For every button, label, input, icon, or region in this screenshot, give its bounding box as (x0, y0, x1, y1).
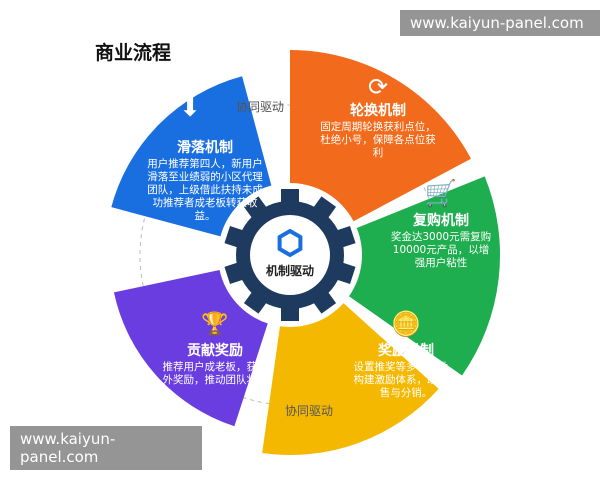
section-contribution: 🏆 贡献奖励 推荐用户成老板，获额外奖励，推动团队壮大 (160, 308, 270, 387)
section-title: 贡献奖励 (187, 343, 243, 359)
watermark-bottom: www.kaiyun-panel.com (10, 426, 202, 470)
section-slide: ⬇ 滑落机制 用户推荐第四人，新用户滑落至业绩弱的小区代理团队，上级借此扶持未成… (145, 95, 265, 223)
arrow-down-icon: ⬇ (179, 93, 201, 123)
section-text: 固定周期轮换获利点位，杜绝小号，保障各点位获利 (320, 121, 436, 159)
sector-1 (290, 50, 472, 222)
sector-2 (348, 176, 500, 376)
refresh-icon: ⟳ (367, 73, 389, 101)
section-text: 奖金达3000元需复购10000元产品，以增强用户粘性 (390, 231, 492, 269)
sync-label-bottom: 协同驱动 (285, 404, 334, 418)
section-title: 复购机制 (413, 213, 469, 229)
section-text: 用户推荐第四人，新用户滑落至业绩弱的小区代理团队，上级借此扶持未成功推荐者成老板… (147, 158, 263, 222)
sector-3 (262, 303, 439, 456)
cart-icon: 🛒 (424, 179, 458, 209)
center-label: 机制驱动 (265, 264, 314, 278)
sector-0 (111, 76, 272, 237)
coins-icon: 🪙 (391, 310, 421, 338)
section-rotation: ⟳ 轮换机制 固定周期轮换获利点位，杜绝小号，保障各点位获利 (318, 72, 438, 160)
sector-4 (113, 269, 268, 427)
trophy-icon: 🏆 (201, 312, 229, 337)
section-repurchase: 🛒 复购机制 奖金达3000元需复购10000元产品，以增强用户粘性 (388, 176, 494, 270)
section-text: 设置推奖等多种奖励，构建激励体系，助力销售与分销。 (353, 361, 459, 399)
logo-icon (277, 228, 303, 258)
section-title: 滑落机制 (177, 140, 233, 156)
page-title: 商业流程 (95, 42, 172, 64)
section-text: 推荐用户成老板，获额外奖励，推动团队壮大 (162, 361, 268, 386)
gear-icon (224, 189, 356, 321)
section-title: 奖励机制 (378, 343, 434, 359)
section-title: 轮换机制 (350, 103, 406, 119)
sync-label-top: 协同驱动 (236, 100, 285, 114)
watermark-top: www.kaiyun-panel.com (400, 10, 600, 36)
section-reward: 🪙 奖励机制 设置推奖等多种奖励，构建激励体系，助力销售与分销。 (350, 306, 462, 400)
